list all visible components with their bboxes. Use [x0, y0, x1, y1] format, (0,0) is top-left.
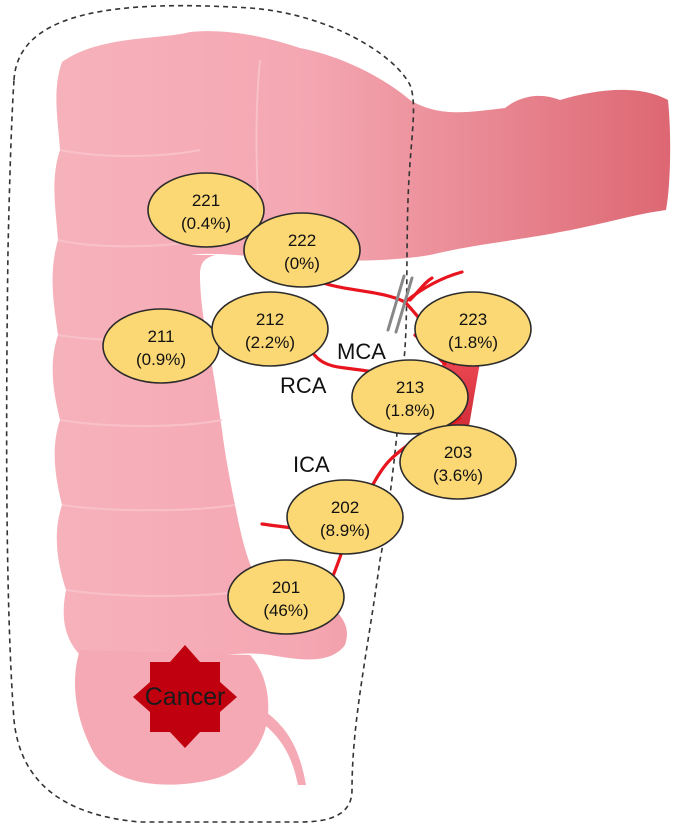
- lymph-node-ellipse: [211, 291, 329, 367]
- lymph-node-code: 212: [256, 310, 284, 329]
- lymph-node-223: 223 (1.8%): [414, 291, 532, 367]
- lymph-node-212: 212 (2.2%): [211, 291, 329, 367]
- lymph-node-rate: (46%): [263, 601, 308, 620]
- lymph-node-ellipse: [147, 172, 265, 248]
- lymph-node-rate: (0.4%): [181, 214, 231, 233]
- mca-label: MCA: [337, 339, 386, 364]
- lymph-node-rate: (3.6%): [433, 466, 483, 485]
- lymph-node-222: 222 (0%): [243, 212, 361, 288]
- lymph-node-ellipse: [227, 559, 345, 635]
- ligation-mark: [386, 274, 414, 334]
- lymph-node-ellipse: [399, 424, 517, 500]
- rca-label: RCA: [280, 373, 327, 398]
- lymph-node-code: 223: [459, 310, 487, 329]
- lymph-node-rate: (1.8%): [448, 333, 498, 352]
- resection-boundary: [5, 4, 415, 823]
- ica-label: ICA: [293, 452, 330, 477]
- lymph-node-ellipse: [351, 359, 469, 435]
- lymph-node-code: 222: [288, 231, 316, 250]
- lymph-node-ellipse: [102, 308, 220, 384]
- lymph-node-ellipse: [414, 291, 532, 367]
- lymph-node-code: 202: [331, 498, 359, 517]
- lymph-node-rate: (1.8%): [385, 401, 435, 420]
- lymph-node-rate: (0.9%): [136, 350, 186, 369]
- cancer-star: [133, 645, 237, 748]
- lymph-nodes: 221 (0.4%) 222 (0%) 211 (0.9%) 212 (2.2%) 223 (1.…: [102, 172, 532, 635]
- lymph-node-221: 221 (0.4%): [147, 172, 265, 248]
- lymph-node-code: 201: [272, 578, 300, 597]
- lymph-node-code: 211: [147, 327, 174, 346]
- lymph-node-ellipse: [286, 479, 404, 555]
- lymph-node-213: 213 (1.8%): [351, 359, 469, 435]
- lymph-node-code: 213: [396, 378, 424, 397]
- lymph-node-code: 221: [192, 191, 220, 210]
- lymph-node-211: 211 (0.9%): [102, 308, 220, 384]
- lymph-node-201: 201 (46%): [227, 559, 345, 635]
- lymph-node-code: 203: [444, 443, 472, 462]
- lymph-node-202: 202 (8.9%): [286, 479, 404, 555]
- mca-upper-branch: [408, 276, 434, 302]
- cancer-label: Cancer: [145, 683, 226, 711]
- lymph-node-rate: (2.2%): [245, 333, 295, 352]
- lymph-node-ellipse: [243, 212, 361, 288]
- lymph-node-203: 203 (3.6%): [399, 424, 517, 500]
- lymph-node-rate: (0%): [284, 254, 320, 273]
- lymph-node-rate: (8.9%): [320, 521, 370, 540]
- appendix: [258, 712, 306, 785]
